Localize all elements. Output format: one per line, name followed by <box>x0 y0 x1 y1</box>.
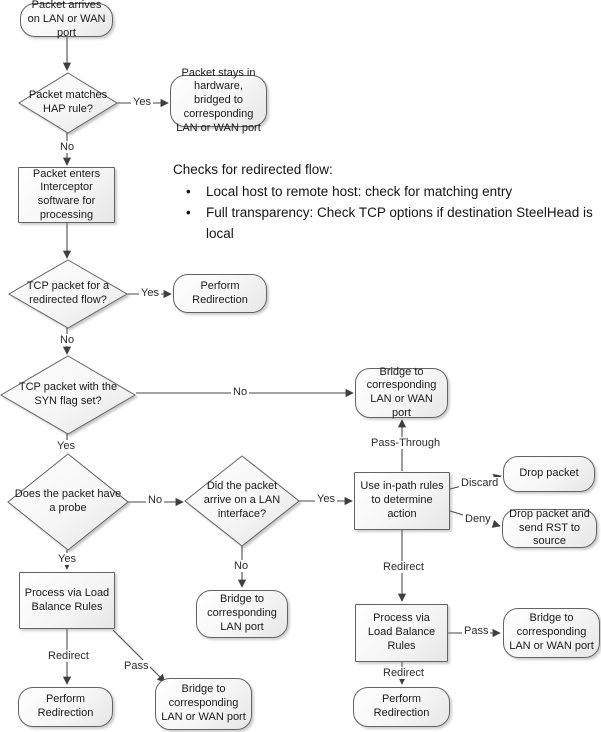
decision-hap-rule-label: Packet matches HAP rule? <box>28 89 108 115</box>
node-plb-right: Process via Load Balance Rules <box>355 604 448 662</box>
edge-label-lan-no: No <box>232 560 251 572</box>
decision-lan-interface <box>184 455 300 547</box>
edge-label-hap-no: No <box>58 141 77 153</box>
redirected-flow-note: Checks for redirected flow: Local host t… <box>173 159 599 244</box>
edge-label-discard: Discard <box>459 477 501 489</box>
node-start: Packet arrives on LAN or WAN port <box>20 0 113 39</box>
node-perform-redirection-1: Perform Redirection <box>173 274 267 313</box>
edge-label-pass-through: Pass-Through <box>369 437 443 449</box>
edge-label-redirect-right: Redirect <box>381 667 426 679</box>
node-inpath-rules: Use in-path rules to determine action <box>354 472 450 530</box>
edge-label-lan-yes: Yes <box>315 493 337 505</box>
decision-lan-interface-label: Did the packet arrive on a LAN interface… <box>203 480 281 520</box>
edge-plbleft-pass <box>112 629 166 683</box>
node-stay-hardware: Packet stays in hardware, bridged to cor… <box>170 67 267 134</box>
decision-redirected-flow-label: TCP packet for a redirected flow? <box>26 280 110 306</box>
node-bridge-bottom: Bridge to corresponding LAN or WAN port <box>155 678 252 730</box>
node-plb-left: Process via Load Balance Rules <box>19 572 115 629</box>
node-perform-redirection-3: Perform Redirection <box>353 687 450 727</box>
note-bullet-2: Full transparency: Check TCP options if … <box>173 202 599 244</box>
edge-label-rf-no: No <box>58 334 77 346</box>
edge-label-pass-left: Pass <box>122 660 151 672</box>
note-bullet-1: Local host to remote host: check for mat… <box>173 181 599 202</box>
edge-label-syn-no: No <box>231 386 250 398</box>
node-interceptor-software: Packet enters Interceptor software for p… <box>18 167 115 223</box>
edge-label-deny: Deny <box>463 513 493 525</box>
edge-label-pass-right: Pass <box>462 625 491 637</box>
decision-syn-flag-label: TCP packet with the SYN flag set? <box>18 381 118 407</box>
edge-label-redirect-inpath: Redirect <box>381 561 426 573</box>
decision-hap-rule <box>18 72 118 134</box>
node-bridge-right: Bridge to corresponding LAN or WAN port <box>503 608 600 658</box>
decision-redirected-flow <box>7 259 129 329</box>
note-bullet-list: Local host to remote host: check for mat… <box>173 181 599 244</box>
node-perform-redirection-2: Perform Redirection <box>18 687 113 727</box>
node-drop-rst: Drop packet and send RST to source <box>502 508 597 548</box>
edge-label-syn-yes: Yes <box>55 440 77 452</box>
edge-label-probe-no: No <box>146 494 165 506</box>
edge-label-rf-yes: Yes <box>139 287 161 299</box>
decision-syn-flag <box>0 355 136 435</box>
edge-label-redirect-left: Redirect <box>46 650 91 662</box>
decision-has-probe-label: Does the packet have a probe <box>14 488 122 514</box>
decision-has-probe <box>7 453 129 551</box>
node-bridge-top: Bridge to corresponding LAN or WAN port <box>355 366 448 419</box>
note-heading: Checks for redirected flow: <box>173 162 333 177</box>
edge-label-hap-yes: Yes <box>131 96 153 108</box>
node-drop-packet: Drop packet <box>503 456 595 492</box>
edge-label-probe-yes: Yes <box>56 553 78 565</box>
node-bridge-lan: Bridge to corresponding LAN port <box>196 590 288 638</box>
